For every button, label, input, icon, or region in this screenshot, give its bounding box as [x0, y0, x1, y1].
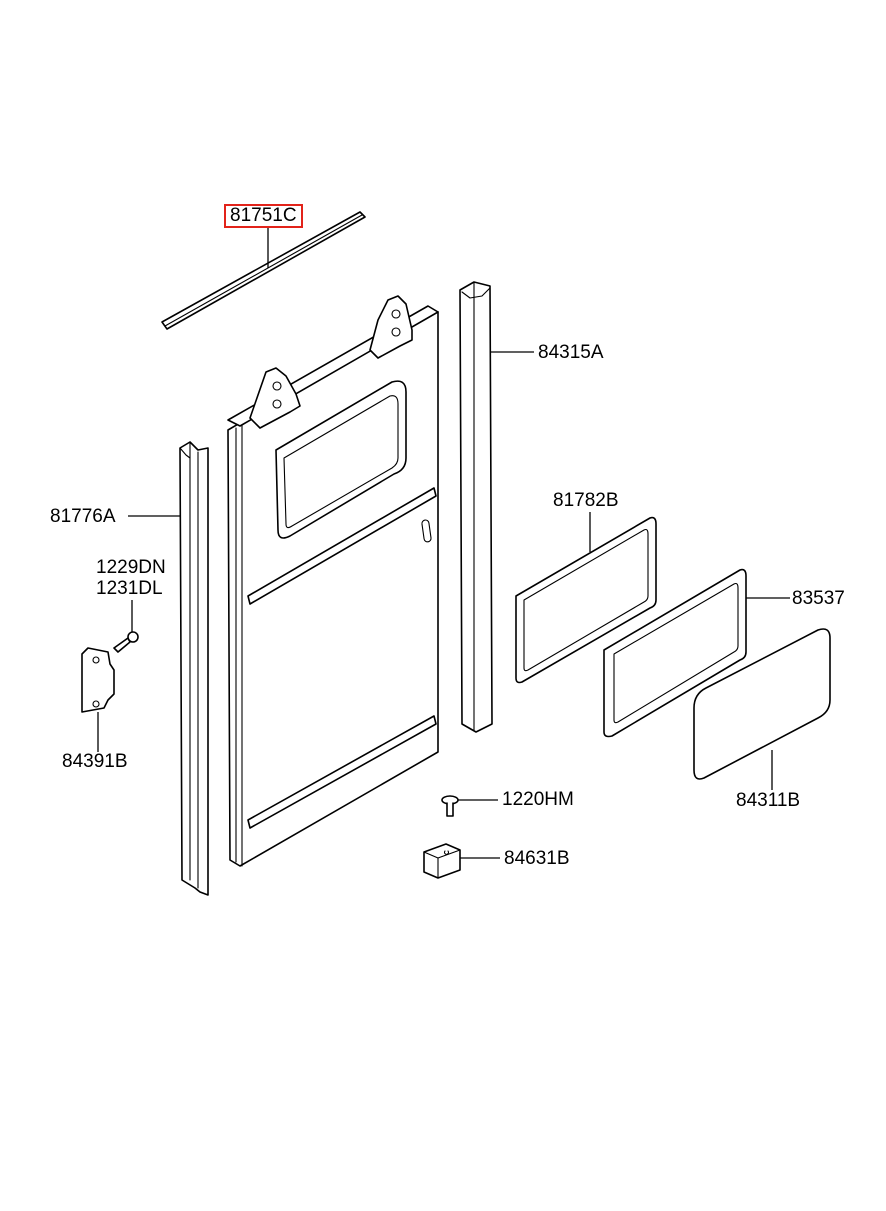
glass-frame-part[interactable]	[603, 568, 747, 738]
callout-glass[interactable]: 84311B	[736, 790, 801, 811]
weatherstrip-top-part[interactable]	[161, 211, 366, 330]
callout-bolt-b[interactable]: 1231DL	[96, 578, 163, 599]
callout-rail-right[interactable]: 84315A	[538, 342, 604, 363]
callout-striker[interactable]: 84391B	[62, 751, 128, 772]
stopper-block-part[interactable]	[423, 843, 461, 879]
striker-bracket-part[interactable]	[81, 647, 115, 713]
callout-rail-left[interactable]: 81776A	[50, 506, 116, 527]
callout-weatherstrip-top[interactable]: 81751C	[224, 204, 303, 228]
screw-icon[interactable]	[441, 795, 459, 817]
callout-screw[interactable]: 1220HM	[502, 789, 574, 810]
rail-left-part[interactable]	[179, 441, 209, 896]
callout-glass-seal[interactable]: 81782B	[553, 490, 619, 511]
leader-lines	[97, 228, 790, 859]
bolt-icon[interactable]	[113, 631, 139, 653]
callout-glass-frame[interactable]: 83537	[792, 588, 845, 609]
callout-bolt-a[interactable]: 1229DN	[96, 557, 166, 578]
sliding-door-panel[interactable]	[227, 295, 439, 867]
glass-pane-part[interactable]	[693, 628, 831, 780]
rail-right-part[interactable]	[459, 281, 493, 733]
callout-stopper[interactable]: 84631B	[504, 848, 570, 869]
glass-seal-part[interactable]	[515, 516, 657, 684]
